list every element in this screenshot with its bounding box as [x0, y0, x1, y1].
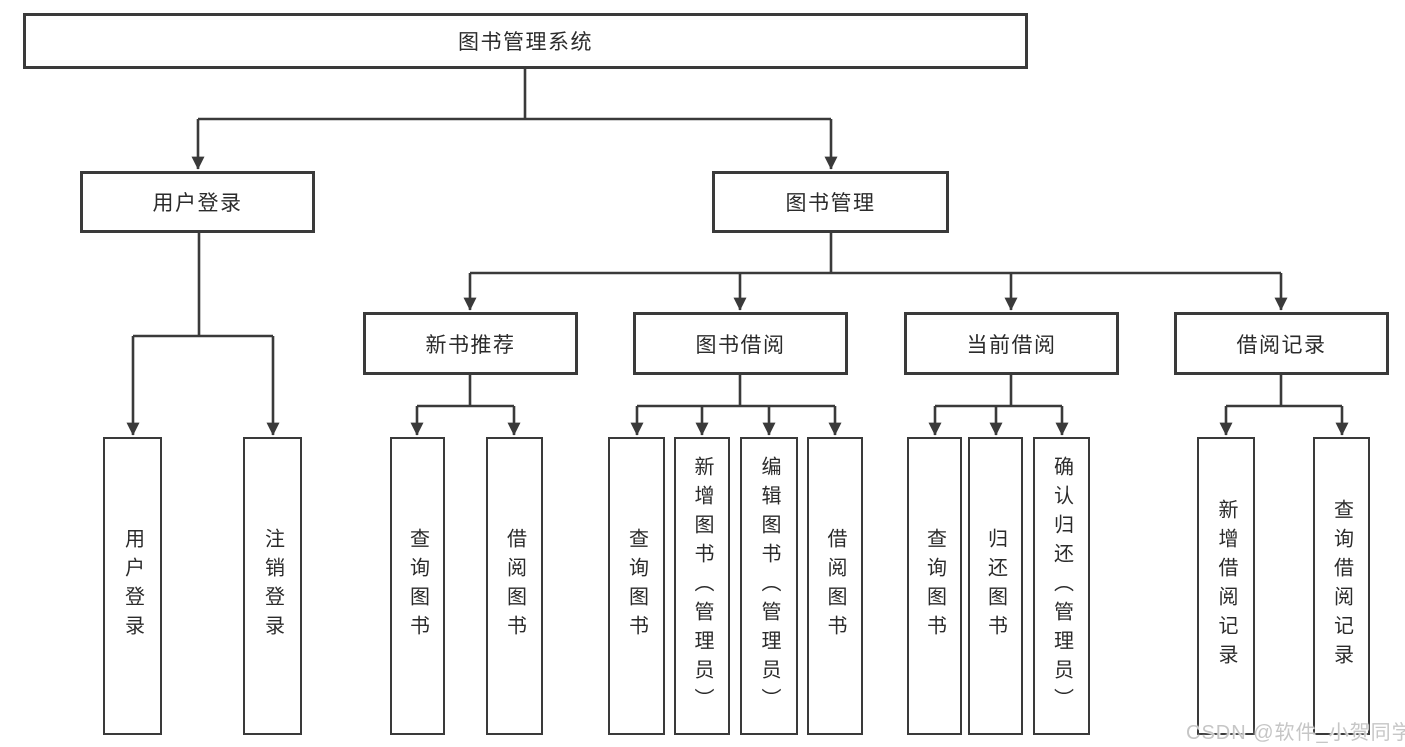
node-current-return-books: 归还图书 — [968, 437, 1023, 735]
connector-user-login-children — [126, 233, 280, 436]
node-label: 图书管理 — [785, 192, 876, 215]
node-records-query-record: 查询借阅记录 — [1313, 437, 1370, 735]
node-label: 图书借阅 — [695, 333, 786, 357]
node-new-book-recommend: 新书推荐 — [363, 312, 578, 375]
connector-line — [198, 69, 831, 121]
node-logout: 注销登录 — [243, 437, 302, 735]
node-book-management: 图书管理 — [712, 171, 949, 233]
node-user-login: 用户登录 — [80, 171, 315, 233]
node-label: 查询图书 — [406, 528, 429, 644]
node-label: 借阅图书 — [503, 528, 526, 644]
connector-line — [470, 233, 1281, 275]
connector-line — [417, 375, 514, 408]
node-recommend-query-books: 查询图书 — [390, 437, 445, 735]
connector-new-book-recommend-children — [410, 375, 521, 436]
connector-line — [637, 375, 835, 408]
node-label: 图书管理系统 — [458, 31, 593, 54]
connector-line — [133, 233, 273, 338]
node-current-query-books: 查询图书 — [907, 437, 962, 735]
connector-borrowing-records-children — [1219, 375, 1349, 436]
node-label: 确认归还（管理员） — [1050, 455, 1073, 717]
node-borrowing-records: 借阅记录 — [1174, 312, 1389, 375]
node-label: 新书推荐 — [425, 333, 516, 357]
node-book-borrowing: 图书借阅 — [633, 312, 848, 375]
connector-line — [935, 375, 1062, 408]
node-label: 新增图书（管理员） — [691, 455, 713, 717]
node-label: 用户登录 — [121, 528, 144, 644]
node-label: 查询借阅记录 — [1330, 499, 1353, 673]
node-label: 借阅记录 — [1236, 333, 1327, 357]
node-label: 注销登录 — [261, 528, 284, 644]
node-user-login-action: 用户登录 — [103, 437, 162, 735]
node-borrowing-edit-books-admin: 编辑图书（管理员） — [740, 437, 798, 735]
node-current-confirm-return-admin: 确认归还（管理员） — [1033, 437, 1090, 735]
node-recommend-borrow-books: 借阅图书 — [486, 437, 543, 735]
node-label: 借阅图书 — [824, 528, 846, 644]
node-borrowing-borrow-books: 借阅图书 — [807, 437, 863, 735]
node-borrowing-query-books: 查询图书 — [608, 437, 665, 735]
connector-book-management-children — [463, 233, 1288, 311]
connector-current-borrowing-children — [928, 375, 1069, 436]
connector-book-borrowing-children — [630, 375, 842, 436]
node-label: 查询图书 — [923, 528, 946, 644]
node-label: 新增借阅记录 — [1215, 499, 1237, 673]
node-label: 查询图书 — [625, 528, 648, 644]
connector-line — [1226, 375, 1342, 408]
node-current-borrowing: 当前借阅 — [904, 312, 1119, 375]
node-borrowing-add-books-admin: 新增图书（管理员） — [674, 437, 730, 735]
node-label: 当前借阅 — [966, 333, 1057, 357]
node-library-system: 图书管理系统 — [23, 13, 1028, 69]
connector-root-to-level2 — [191, 69, 838, 170]
csdn-watermark: CSDN @软件_小贺同学 — [1186, 722, 1405, 744]
node-records-add-record: 新增借阅记录 — [1197, 437, 1255, 735]
node-label: 用户登录 — [152, 192, 243, 215]
node-label: 编辑图书（管理员） — [758, 455, 780, 717]
node-label: 归还图书 — [984, 528, 1007, 644]
